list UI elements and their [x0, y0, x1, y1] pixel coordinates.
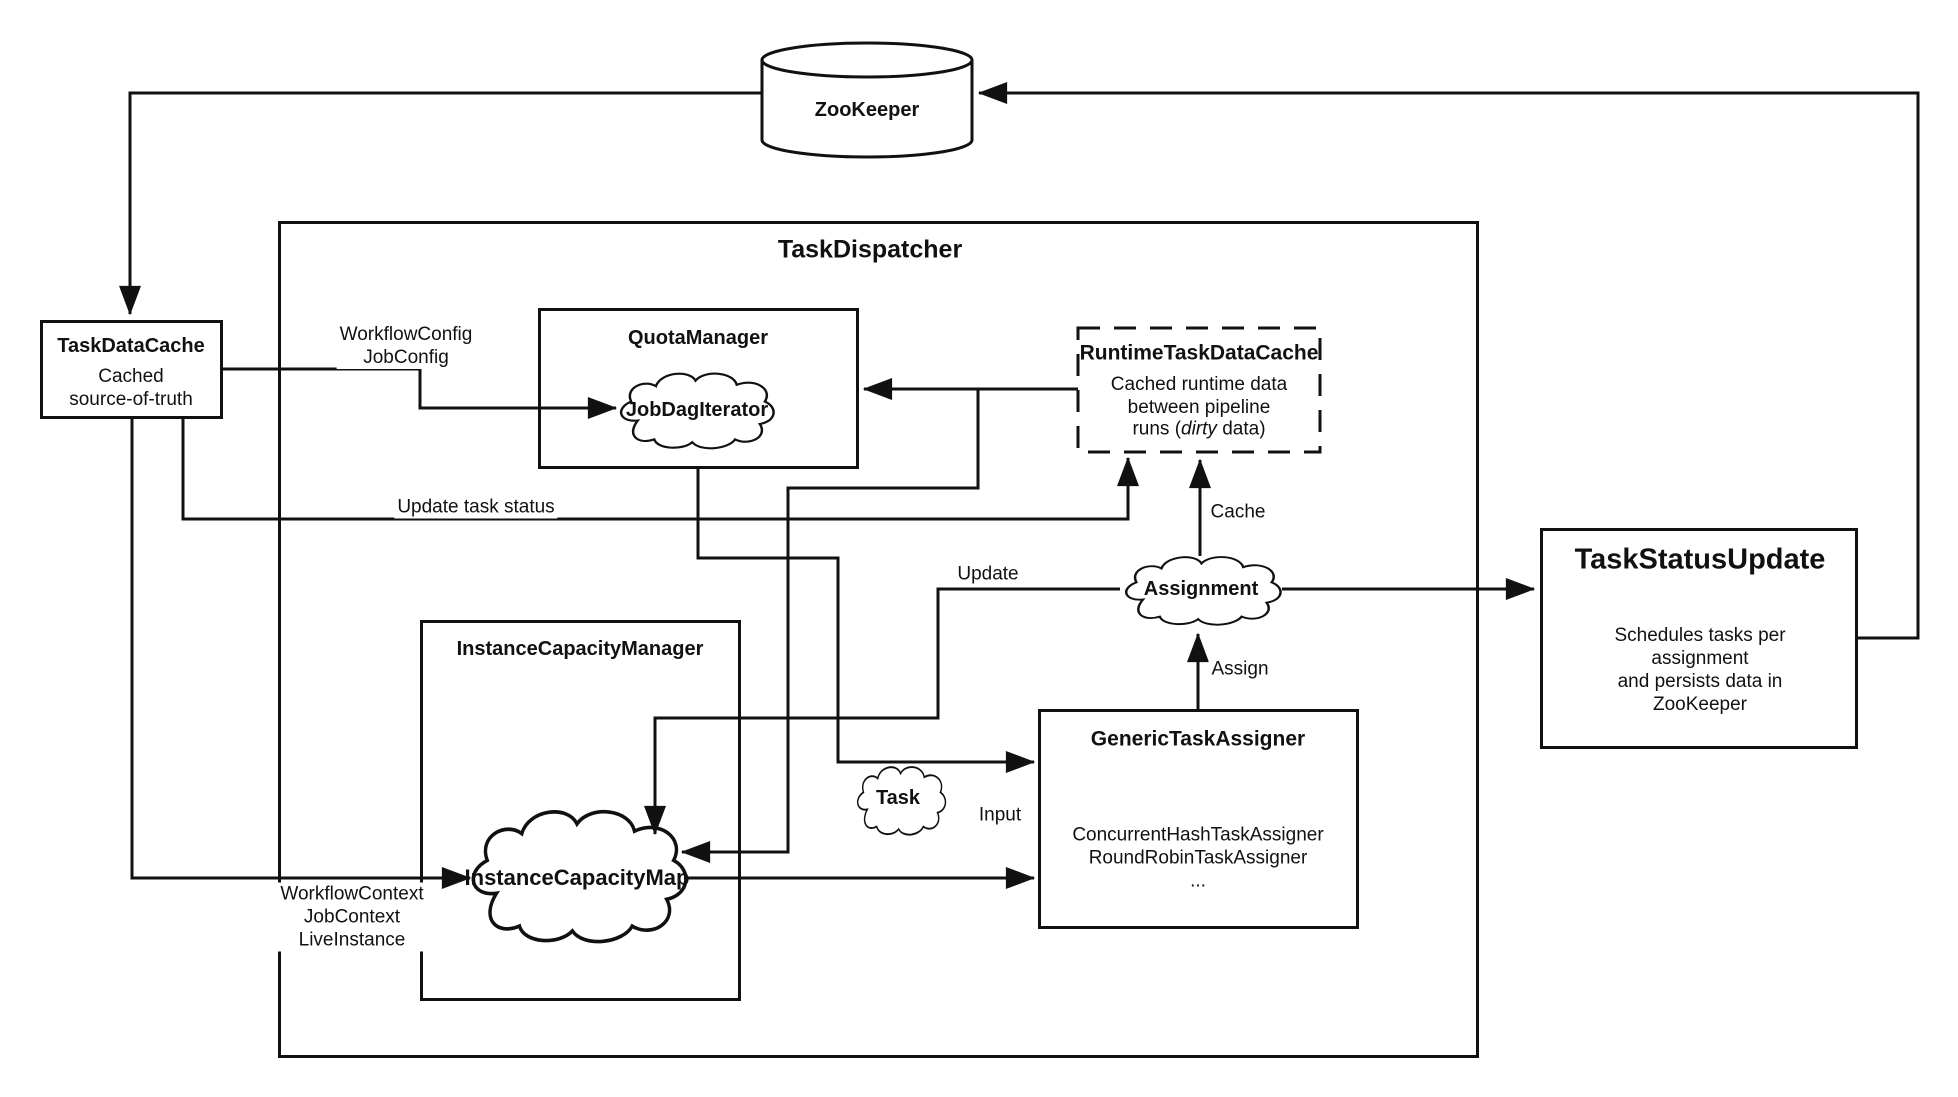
zookeeper-cylinder [760, 41, 974, 159]
edge-update-to-capacitymap [644, 587, 1120, 836]
task-status-update-box [1540, 528, 1858, 749]
zookeeper-cylinder-body [760, 60, 974, 159]
task-dispatcher-box [278, 221, 1479, 1058]
edge-label-assign: Assign [1208, 657, 1272, 681]
generic-task-assigner-box [1038, 709, 1359, 929]
task-data-cache-body: Cached source-of-truth [69, 366, 193, 410]
runtime-task-data-cache-body-line3: runs (dirty data) [1132, 418, 1265, 441]
edge-label-workflow-config: WorkflowConfig JobConfig [336, 323, 476, 369]
edge-runtimecache-to-capacitymap [680, 389, 980, 863]
quota-manager-title: QuotaManager [627, 327, 769, 349]
edge-label-input: Input [975, 803, 1025, 827]
task-title: Task [875, 787, 921, 809]
edge-update-task-status [181, 418, 1139, 521]
task-status-update-body: Schedules tasks per assignment and persi… [1614, 625, 1786, 715]
edge-label-update: Update [954, 562, 1022, 586]
edge-config-to-jobdagiterator [222, 367, 618, 419]
edge-task-input-to-assigner [696, 468, 1036, 773]
runtime-body-line3-pre: runs ( [1132, 418, 1182, 440]
generic-task-assigner-title: GenericTaskAssigner [1090, 727, 1306, 751]
task-status-update-title: TaskStatusUpdate [1574, 543, 1826, 576]
runtime-body-line3-dirty: dirty [1181, 418, 1217, 440]
edge-zookeeper-to-taskdatacache [119, 91, 762, 316]
edge-context-to-capacitymap [130, 418, 472, 889]
instance-capacity-manager-box [420, 620, 741, 1001]
runtime-task-data-cache-title: RuntimeTaskDataCache [1079, 341, 1319, 365]
task-data-cache-title: TaskDataCache [57, 335, 205, 357]
edge-label-update-task-status: Update task status [394, 495, 558, 519]
job-dag-iterator-title: JobDagIterator [625, 399, 769, 421]
edge-label-workflow-context: WorkflowContext JobContext LiveInstance [277, 882, 427, 952]
task-dispatcher-title: TaskDispatcher [777, 235, 963, 264]
runtime-body-line3-post: data) [1216, 418, 1266, 440]
zookeeper-title: ZooKeeper [814, 99, 920, 121]
runtime-task-data-cache-body: Cached runtime data between pipeline [1110, 374, 1288, 418]
generic-task-assigner-body: ConcurrentHashTaskAssigner RoundRobinTas… [1072, 824, 1324, 892]
zookeeper-cylinder-top [760, 41, 974, 79]
instance-capacity-manager-title: InstanceCapacityManager [456, 638, 704, 660]
edge-label-cache: Cache [1207, 500, 1269, 524]
instance-capacity-map-title: InstanceCapacityMap [464, 865, 690, 890]
assignment-title: Assignment [1143, 578, 1259, 600]
task-data-cache-box [40, 320, 223, 419]
quota-manager-box [538, 308, 859, 469]
edge-taskstatusupdate-to-zookeeper [977, 82, 1920, 640]
